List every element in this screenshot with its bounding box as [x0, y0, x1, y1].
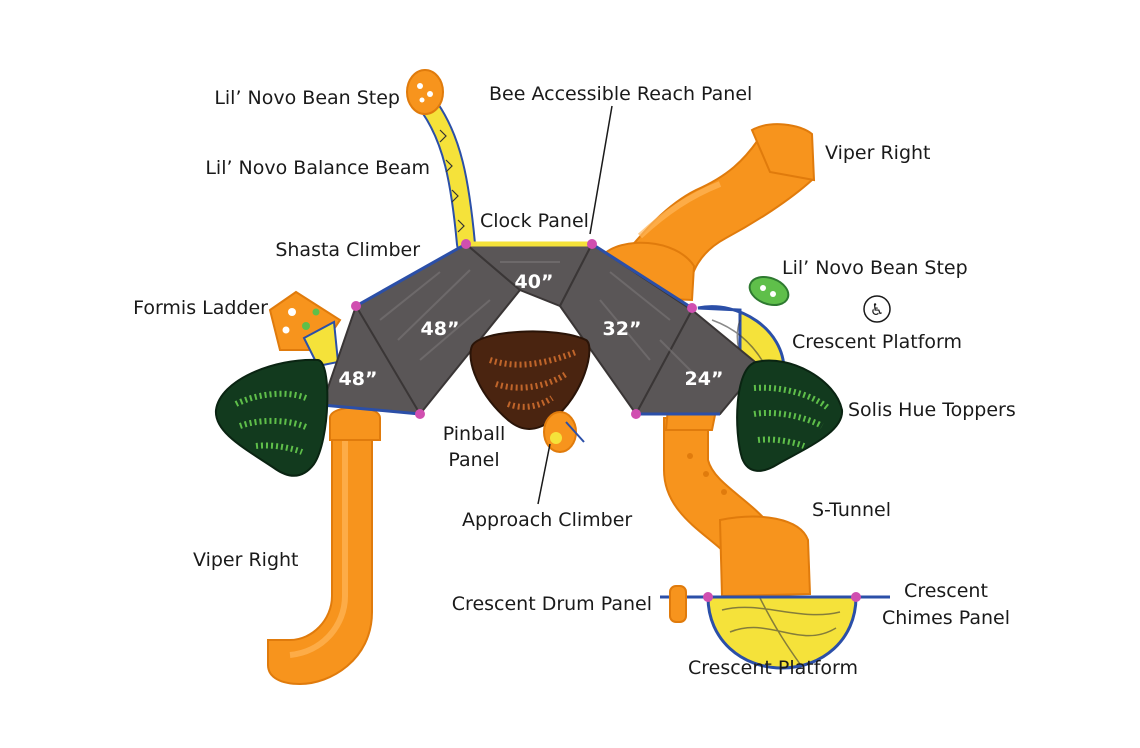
label-bean-step-right: Lil’ Novo Bean Step [782, 257, 968, 279]
leader-lines [537, 105, 613, 505]
label-viper-right-bottom: Viper Right [193, 549, 299, 571]
label-s-tunnel: S-Tunnel [812, 499, 891, 521]
deck-height-left: 48” [421, 318, 460, 340]
post-cap [687, 303, 697, 313]
post-cap [631, 409, 641, 419]
label-bean-step-top: Lil’ Novo Bean Step [214, 87, 400, 109]
solis-topper-left [214, 358, 329, 477]
wheelchair-accessible-icon: ♿ [863, 295, 891, 323]
deck-height-far-right: 24” [685, 368, 724, 390]
formis-ladder [268, 290, 342, 368]
post-cap [351, 301, 361, 311]
label-crescent-drum-panel: Crescent Drum Panel [452, 593, 652, 615]
label-clock-panel: Clock Panel [480, 210, 589, 232]
post-cap [587, 239, 597, 249]
viper-slide-right [600, 123, 816, 302]
balance-beam [420, 98, 476, 254]
label-pinball-line1: Pinball [443, 423, 506, 445]
label-balance-beam: Lil’ Novo Balance Beam [205, 157, 430, 179]
deck-height-right: 32” [603, 318, 642, 340]
deck-height-top: 40” [515, 271, 554, 293]
label-crescent-platform-lower: Crescent Platform [688, 657, 858, 679]
approach-climber [543, 411, 585, 453]
post-cap [461, 239, 471, 249]
label-shasta-climber: Shasta Climber [275, 239, 420, 261]
s-tunnel [663, 398, 812, 606]
label-bee-panel: Bee Accessible Reach Panel [489, 83, 752, 105]
label-chimes-line2: Chimes Panel [882, 607, 1010, 629]
deck-group [320, 239, 762, 419]
label-chimes-line1: Crescent [904, 580, 988, 602]
bean-step-right [748, 275, 790, 307]
bean-step-top [406, 69, 444, 115]
deck-height-far-left: 48” [339, 368, 378, 390]
pinball-panel [469, 330, 591, 430]
label-solis-hue-toppers: Solis Hue Toppers [848, 399, 1016, 421]
label-pinball-line2: Panel [448, 449, 499, 471]
label-formis-ladder: Formis Ladder [133, 297, 268, 319]
crescent-platform-lower [660, 585, 890, 670]
solis-topper-right [736, 359, 844, 472]
label-approach-climber: Approach Climber [462, 509, 632, 531]
viper-slide-left [267, 406, 381, 686]
label-crescent-platform-upper: Crescent Platform [792, 331, 962, 353]
svg-text:♿: ♿ [870, 300, 884, 319]
drum-icon [669, 585, 687, 623]
post-cap [415, 409, 425, 419]
label-viper-right-top: Viper Right [825, 142, 931, 164]
